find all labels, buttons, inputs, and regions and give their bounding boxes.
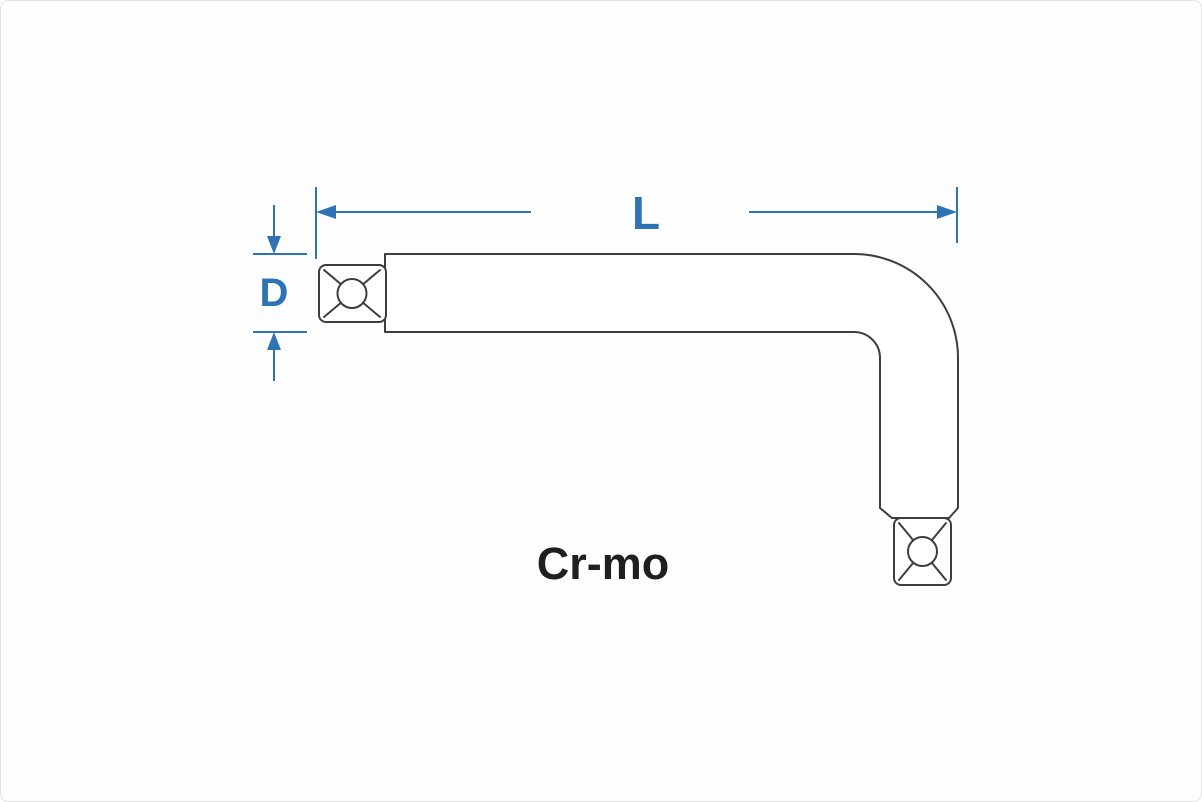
drive-ball-bottom xyxy=(907,536,938,567)
diameter-arrowhead-top xyxy=(267,236,281,254)
material-label: Cr-mo xyxy=(537,538,670,589)
tool-drawing xyxy=(318,253,959,586)
drive-ball-left xyxy=(336,278,368,309)
diameter-label: D xyxy=(260,271,289,315)
length-arrowhead-left xyxy=(316,205,336,219)
square-drive-end-bottom xyxy=(893,517,952,586)
diameter-arrowhead-bottom xyxy=(267,332,281,350)
tool-shaft-body xyxy=(384,253,959,519)
length-arrowhead-right xyxy=(937,205,957,219)
dimension-diameter: D xyxy=(253,205,307,381)
square-drive-end-left xyxy=(318,264,387,323)
length-label: L xyxy=(632,187,660,239)
dimension-length: L xyxy=(315,187,958,259)
